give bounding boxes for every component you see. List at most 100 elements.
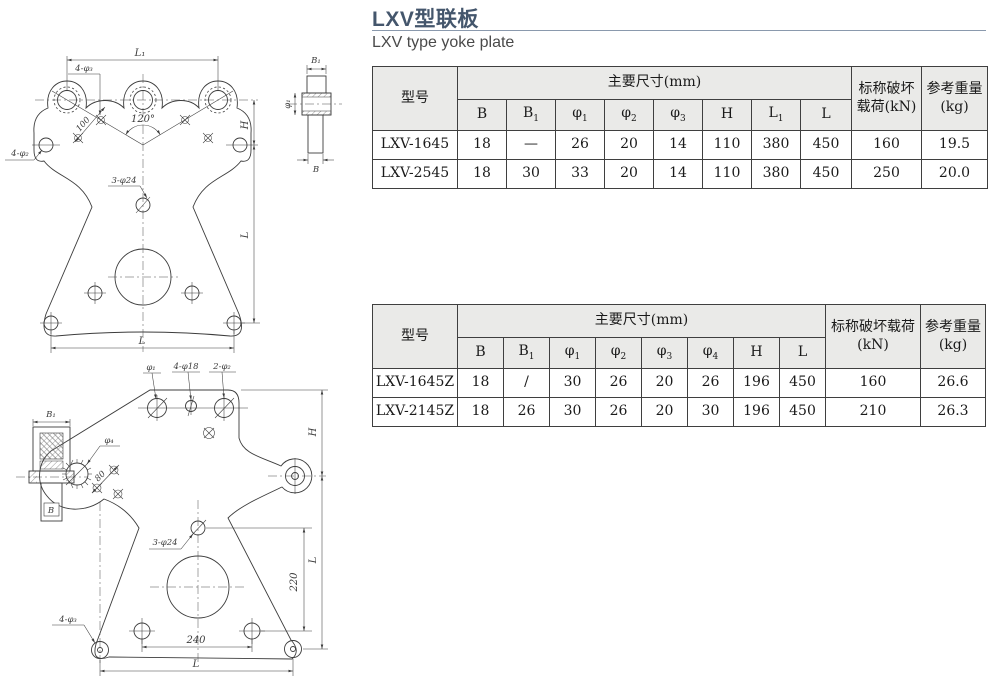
- dim-label-240: 240: [185, 635, 206, 646]
- dim-120deg: 120°: [125, 114, 161, 135]
- col-header-model: 型号: [372, 66, 458, 131]
- dim-label-L-bottom: L: [138, 336, 146, 347]
- svg-text:4-φ18: 4-φ18: [172, 362, 199, 372]
- col-header-model: 型号: [372, 304, 458, 369]
- col-header-dim: φ1: [555, 99, 605, 131]
- col-header-breaking-load: 标称破坏载荷(kN): [851, 66, 922, 131]
- svg-text:2-φ₂: 2-φ₂: [212, 362, 231, 372]
- value-cell: 450: [800, 130, 852, 160]
- plate-outline-z: [39, 389, 313, 660]
- value-cell: 210: [825, 397, 921, 427]
- col-header-dim: φ2: [595, 337, 642, 369]
- value-cell: 18: [457, 159, 507, 189]
- drawing-yoke-plate-lxv: L₁ 4-φ₃ 100 120° 3-φ24 4-φ₂: [5, 48, 342, 353]
- hole-3-phi24: [135, 197, 151, 213]
- header-row-1: 型号主要尺寸(mm)标称破坏载荷(kN)参考重量(kg): [372, 304, 986, 369]
- col-header-dim: φ1: [549, 337, 596, 369]
- col-header-dim: φ3: [641, 337, 688, 369]
- value-cell: 18: [457, 130, 507, 160]
- model-cell: LXV-2145Z: [372, 397, 458, 427]
- col-header-ref-weight: 参考重量(kg): [920, 304, 986, 369]
- label-2-phi2: 2-φ₂: [209, 362, 236, 399]
- dim-220: 220: [206, 527, 312, 632]
- value-cell: 380: [751, 159, 801, 189]
- model-cell: LXV-1645: [372, 130, 458, 160]
- value-cell: 30: [549, 368, 596, 398]
- svg-text:3-φ24: 3-φ24: [152, 538, 177, 548]
- dim-label-L-bottom-z: L: [192, 659, 200, 670]
- dim-label-phi1-section: φ₁: [283, 99, 293, 108]
- value-cell: 30: [506, 159, 556, 189]
- value-cell: 18: [457, 397, 504, 427]
- dim-label-4phi2: 4-φ₂: [10, 149, 29, 159]
- value-cell: 30: [687, 397, 734, 427]
- page-title: LXV型联板: [372, 8, 479, 31]
- label-4-phi2: 4-φ₂: [5, 149, 43, 161]
- model-cell: LXV-2545: [372, 159, 458, 189]
- value-cell: 196: [733, 368, 780, 398]
- section-view-z: B₁ B: [16, 410, 88, 522]
- value-cell: 20.0: [921, 159, 988, 189]
- value-cell: 20: [604, 130, 654, 160]
- value-cell: 26: [555, 130, 605, 160]
- value-cell: /: [503, 368, 550, 398]
- value-cell: 26: [503, 397, 550, 427]
- dim-label-B1: B₁: [310, 56, 321, 66]
- model-cell: LXV-1645Z: [372, 368, 458, 398]
- col-header-ref-weight: 参考重量(kg): [921, 66, 988, 131]
- page-subtitle: LXV type yoke plate: [372, 34, 515, 51]
- col-header-dim: H: [702, 99, 752, 131]
- col-header-dim: L1: [751, 99, 801, 131]
- col-header-dim: B1: [506, 99, 556, 131]
- value-cell: 110: [702, 159, 752, 189]
- dim-label-220: 220: [289, 572, 300, 593]
- col-header-dim: B: [457, 337, 504, 369]
- value-cell: 26.6: [920, 368, 986, 398]
- dim-label-L1: L₁: [134, 48, 146, 59]
- dim-label-B1-z: B₁: [45, 410, 56, 420]
- value-cell: 33: [555, 159, 605, 189]
- dim-label-80: 80: [93, 469, 108, 484]
- value-cell: 30: [549, 397, 596, 427]
- col-header-main-dims: 主要尺寸(mm): [457, 304, 826, 338]
- bottom-holes-z: [91, 618, 302, 659]
- col-header-dim: B: [457, 99, 507, 131]
- value-cell: 110: [702, 130, 752, 160]
- value-cell: 250: [851, 159, 922, 189]
- value-cell: 450: [779, 368, 826, 398]
- dim-label-100: 100: [74, 115, 93, 134]
- value-cell: 19.5: [921, 130, 988, 160]
- value-cell: 26: [595, 368, 642, 398]
- lug-phi4: φ₄ 80: [62, 436, 124, 500]
- label-3-phi24-z: 3-φ24: [149, 533, 194, 550]
- dim-label-H-z: H: [308, 427, 319, 437]
- dim-L-right: L: [240, 145, 260, 324]
- col-header-dim: L: [800, 99, 852, 131]
- value-cell: 26: [595, 397, 642, 427]
- dim-label-B: B: [312, 165, 319, 175]
- dim-H-right-z: H: [241, 389, 328, 476]
- dim-label-L-right-z: L: [308, 556, 319, 564]
- col-header-main-dims: 主要尺寸(mm): [457, 66, 852, 100]
- col-header-dim: φ2: [604, 99, 654, 131]
- top-holes-z: [138, 395, 248, 439]
- col-header-dim: B1: [503, 337, 550, 369]
- dim-L-bottom: L: [50, 331, 235, 353]
- dim-240: 240: [141, 635, 253, 652]
- lower-holes: [40, 282, 245, 334]
- col-header-dim: H: [733, 337, 780, 369]
- dim-label-phi4: φ₄: [104, 436, 114, 446]
- svg-text:4-φ₃: 4-φ₃: [58, 615, 77, 625]
- value-cell: 380: [751, 130, 801, 160]
- value-cell: 160: [851, 130, 922, 160]
- dim-label-H: H: [240, 120, 251, 130]
- value-cell: 160: [825, 368, 921, 398]
